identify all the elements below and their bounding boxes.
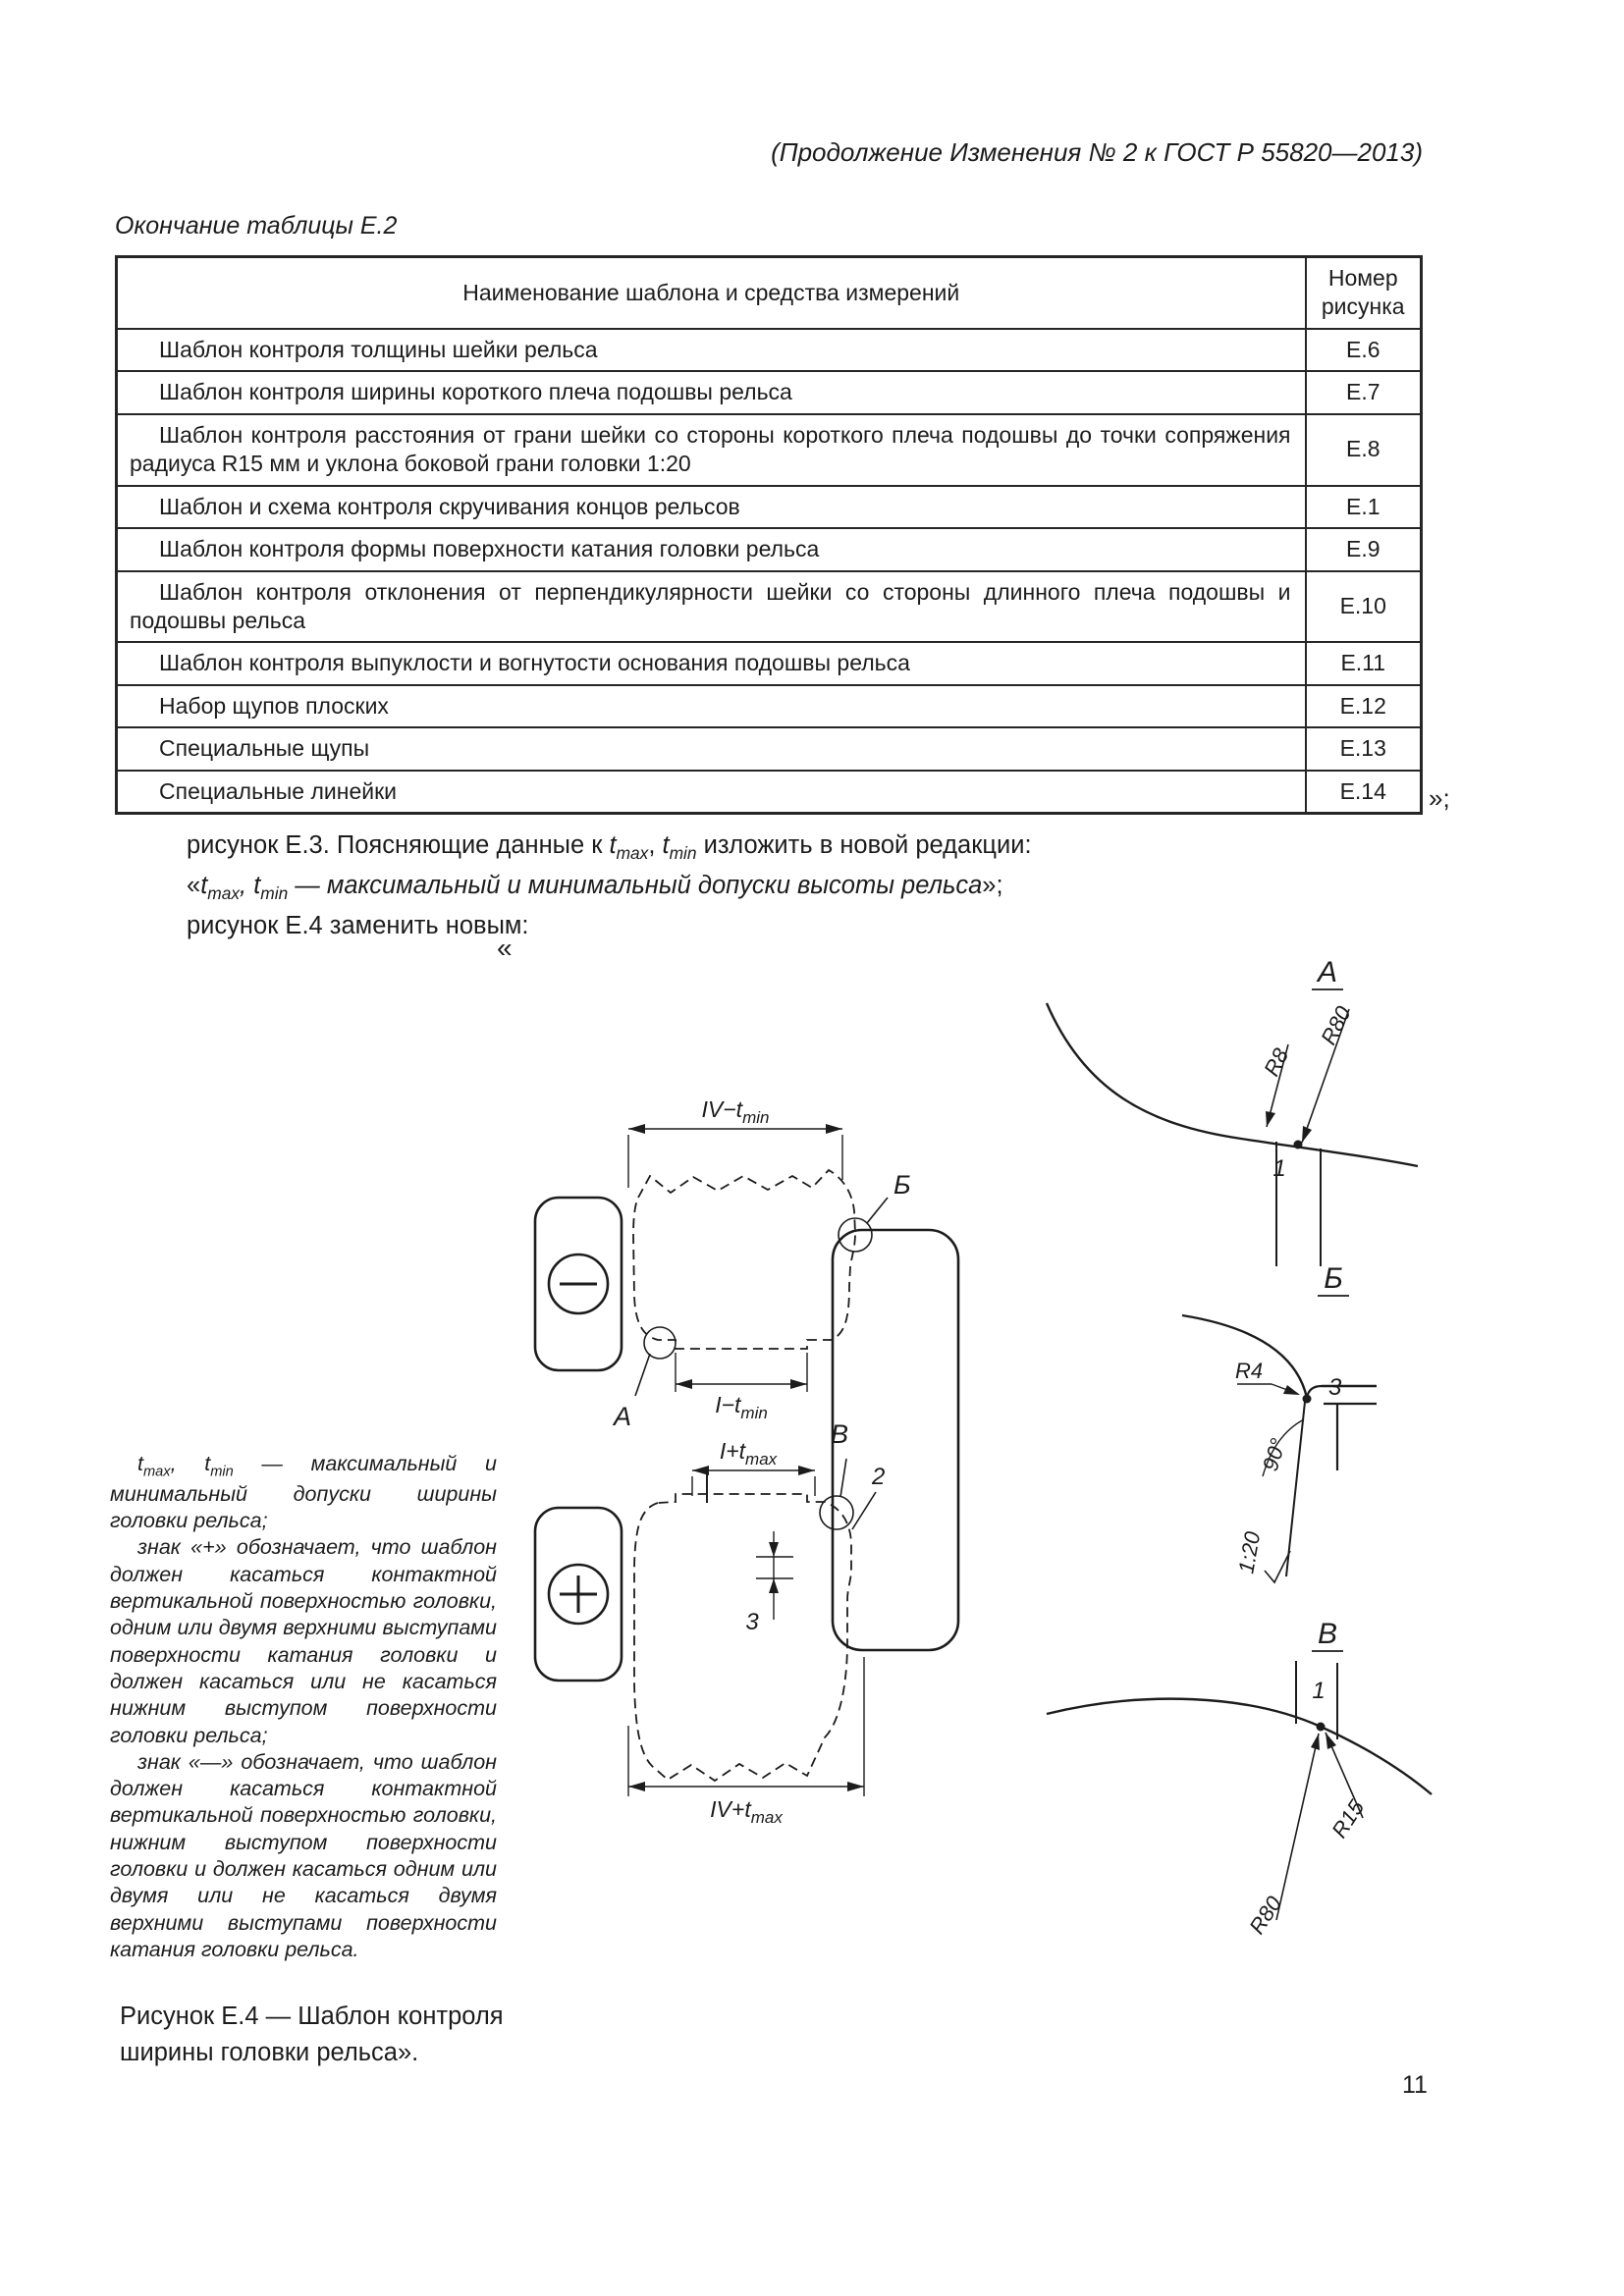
amendment-line-2: «tmax, tmin — максимальный и минимальный… <box>187 871 1003 904</box>
detail-view-b <box>1181 1295 1377 1584</box>
amendment-block: рисунок Е.3. Поясняющие данные к tmax, t… <box>187 827 1424 945</box>
detail-b-title: Б <box>1324 1262 1343 1295</box>
detail-v-curve <box>1046 1697 1433 1795</box>
detail-b-head-curve <box>1181 1313 1309 1399</box>
table-caption: Окончание таблицы Е.2 <box>115 212 398 240</box>
table-row: Шаблон контроля отклонения от перпендику… <box>115 569 1423 644</box>
notes-paragraph-3: знак «—» обозначает, что шаблон должен к… <box>110 1749 497 1961</box>
detail-circle-b <box>838 1217 873 1253</box>
svg-text:IV−tmin: IV−tmin <box>702 1096 770 1127</box>
svg-text:I+tmax: I+tmax <box>720 1438 778 1468</box>
figure-e4-drawing: IV−tmin I−tmin I+tmax IV+tmax Б А В 2 3 … <box>533 956 1433 1939</box>
detail-b-slope: 1:20 <box>1233 1529 1265 1575</box>
header-note: (Продолжение Изменения № 2 к ГОСТ Р 5582… <box>771 137 1423 167</box>
table-row: Специальные линейки Е.14 <box>115 769 1423 815</box>
table-header-row: Наименование шаблона и средства измерени… <box>115 255 1423 330</box>
dim-i-minus-tmin <box>675 1353 808 1392</box>
dim-i-plus-tmax <box>691 1466 816 1496</box>
main-template-view <box>533 1124 960 1796</box>
angle-arc <box>1262 1418 1305 1477</box>
table-row: Шаблон контроля выпуклости и вогнутости … <box>115 641 1423 686</box>
leader-point-2 <box>851 1491 877 1530</box>
dim-3 <box>756 1531 793 1620</box>
column-header-figure: Номер рисунка <box>1304 255 1423 330</box>
detail-v-point-1: 1 <box>1312 1678 1325 1704</box>
detail-a-r80: R80 <box>1316 1001 1356 1048</box>
table-row: Шаблон контроля расстояния от грани шейк… <box>115 412 1423 487</box>
template-left-bottom-block <box>533 1506 623 1682</box>
detail-view-v <box>1046 1650 1433 1921</box>
label-point-2: 2 <box>871 1464 885 1490</box>
notes-paragraph-2: знак «+» обозначает, что шаблон должен к… <box>110 1535 497 1747</box>
plus-mark-icon <box>547 1563 610 1626</box>
minus-mark-icon <box>547 1253 610 1315</box>
label-v-main: В <box>831 1419 848 1449</box>
label-dim-3: 3 <box>745 1609 759 1635</box>
after-table-mark: »; <box>1429 783 1450 813</box>
page-number: 11 <box>1402 2071 1428 2099</box>
detail-circle-a <box>643 1326 677 1360</box>
detail-a-curve <box>1045 1002 1419 1168</box>
detail-b-angle: 90° <box>1258 1435 1291 1473</box>
svg-text:IV+tmax: IV+tmax <box>710 1796 783 1827</box>
table-row: Шаблон контроля толщины шейки рельса Е.6 <box>115 327 1423 373</box>
templates-table: Наименование шаблона и средства измерени… <box>115 255 1423 816</box>
detail-b-point-3: 3 <box>1328 1374 1342 1401</box>
figure-notes: tmax, tmin — максимальный и минимальный … <box>110 1451 497 1963</box>
detail-b-r4: R4 <box>1235 1359 1263 1383</box>
figure-labels: IV−tmin I−tmin I+tmax IV+tmax Б А В 2 3 … <box>612 956 1370 1939</box>
figure-open-quote: « <box>497 933 513 963</box>
detail-a-title: А <box>1316 956 1337 988</box>
column-header-name: Наименование шаблона и средства измерени… <box>115 255 1307 330</box>
table-row: Шаблон контроля формы поверхности катани… <box>115 527 1423 572</box>
t-min-term: tmin <box>253 871 289 904</box>
detail-v-title: В <box>1318 1618 1337 1650</box>
label-a-main: А <box>612 1402 631 1431</box>
table-row: Шаблон контроля ширины короткого плеча п… <box>115 370 1423 415</box>
detail-circle-v <box>819 1495 854 1530</box>
table-row: Набор щупов плоских Е.12 <box>115 683 1423 729</box>
detail-a-r8: R8 <box>1259 1043 1293 1080</box>
t-min-term: tmin <box>662 831 697 864</box>
slope-line <box>1285 1401 1306 1577</box>
svg-text:I−tmin: I−tmin <box>715 1392 768 1422</box>
amendment-line-3: рисунок Е.4 заменить новым: <box>187 911 529 939</box>
notes-paragraph-1: tmax, tmin — максимальный и минимальный … <box>110 1452 498 1533</box>
t-max-term: tmax <box>609 831 649 864</box>
rail-head-profile-bottom <box>633 1493 852 1783</box>
detail-view-a <box>1045 988 1419 1266</box>
detail-a-point-1: 1 <box>1272 1155 1285 1182</box>
template-left-top-block <box>533 1196 623 1372</box>
rail-head-profile-top <box>632 1168 856 1350</box>
t-max-term: tmax <box>200 871 241 904</box>
table-row: Шаблон и схема контроля скручивания конц… <box>115 484 1423 530</box>
template-right-block <box>831 1228 960 1652</box>
dim-iv-plus-tmax <box>627 1657 865 1796</box>
figure-caption: Рисунок Е.4 — Шаблон контроля ширины гол… <box>120 2002 504 2066</box>
detail-v-r80: R80 <box>1244 1892 1286 1939</box>
label-b-main: Б <box>893 1170 911 1200</box>
slope-arrow <box>1264 1550 1291 1584</box>
detail-v-r15: R15 <box>1326 1795 1369 1842</box>
amendment-line-1: рисунок Е.3. Поясняющие данные к tmax, t… <box>187 831 1032 864</box>
table-row: Специальные щупы Е.13 <box>115 726 1423 772</box>
dim-iv-minus-tmin <box>627 1124 843 1188</box>
